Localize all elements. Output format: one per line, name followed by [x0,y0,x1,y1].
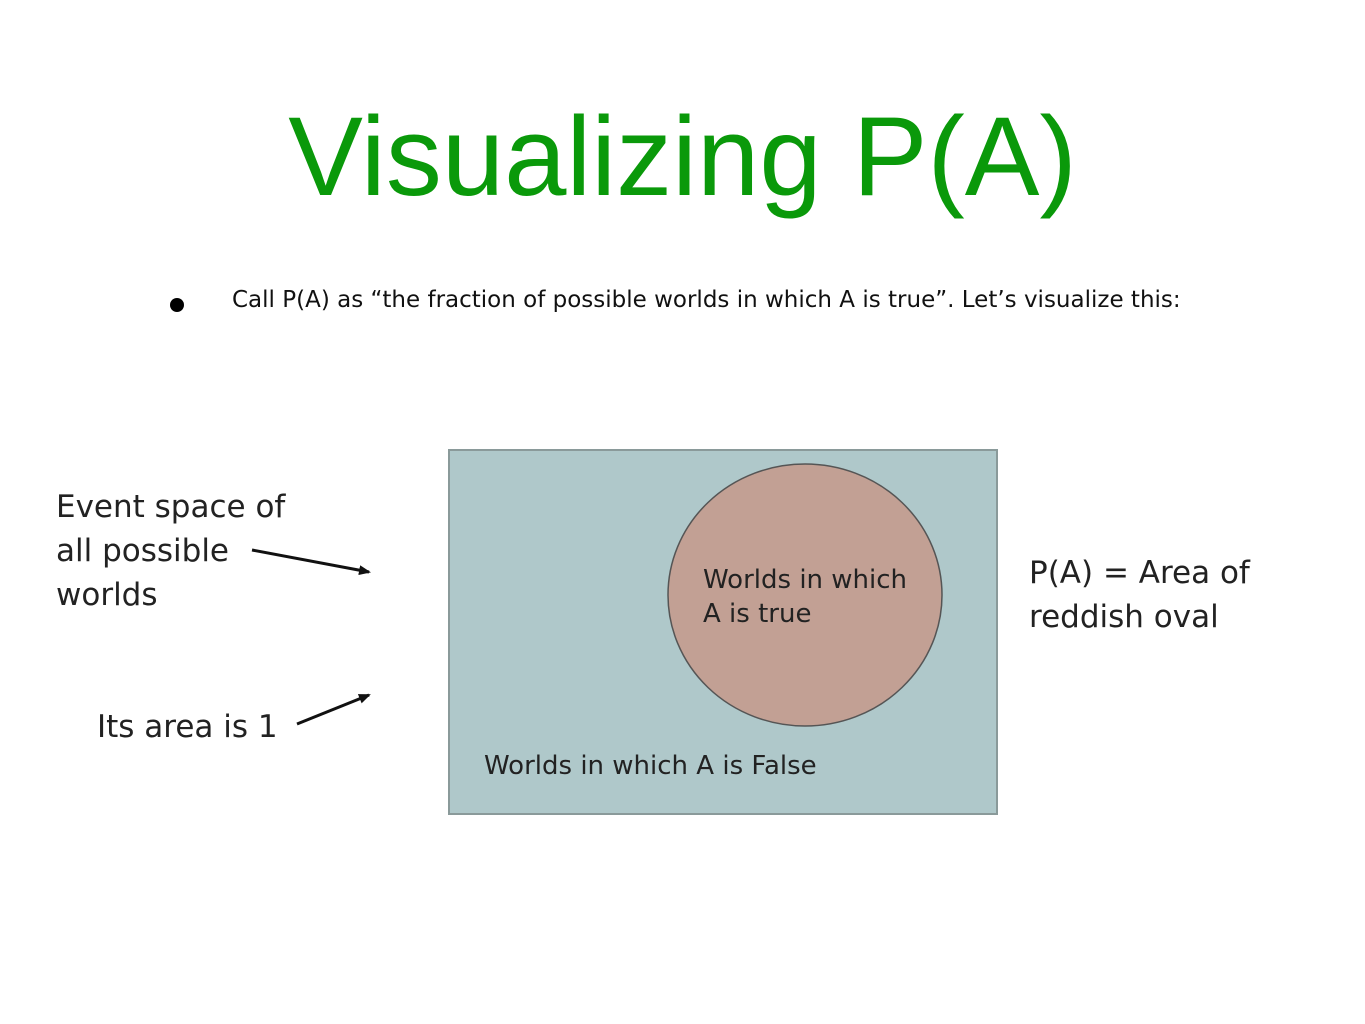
slide-title: Visualizing P(A) [288,94,1077,219]
oval-label-line-2: A is true [703,599,811,629]
event-space-label-line-3: worlds [56,577,158,613]
area-label: Its area is 1 [97,709,278,745]
event-a-oval [667,463,943,727]
area-arrow [296,693,371,726]
false-worlds-label: Worlds in which A is False [484,751,817,781]
oval-label-line-1: Worlds in which [703,565,907,595]
event-space-label-line-1: Event space of [56,489,286,525]
probability-label-line-2: reddish oval [1029,599,1219,635]
event-space-label-line-2: all possible [56,533,229,569]
probability-label-line-1: P(A) = Area of [1029,555,1251,591]
bullet-text: Call P(A) as “the fraction of possible w… [232,287,1181,313]
bullet-dot-icon [170,298,184,312]
event-space-arrow [251,548,371,576]
